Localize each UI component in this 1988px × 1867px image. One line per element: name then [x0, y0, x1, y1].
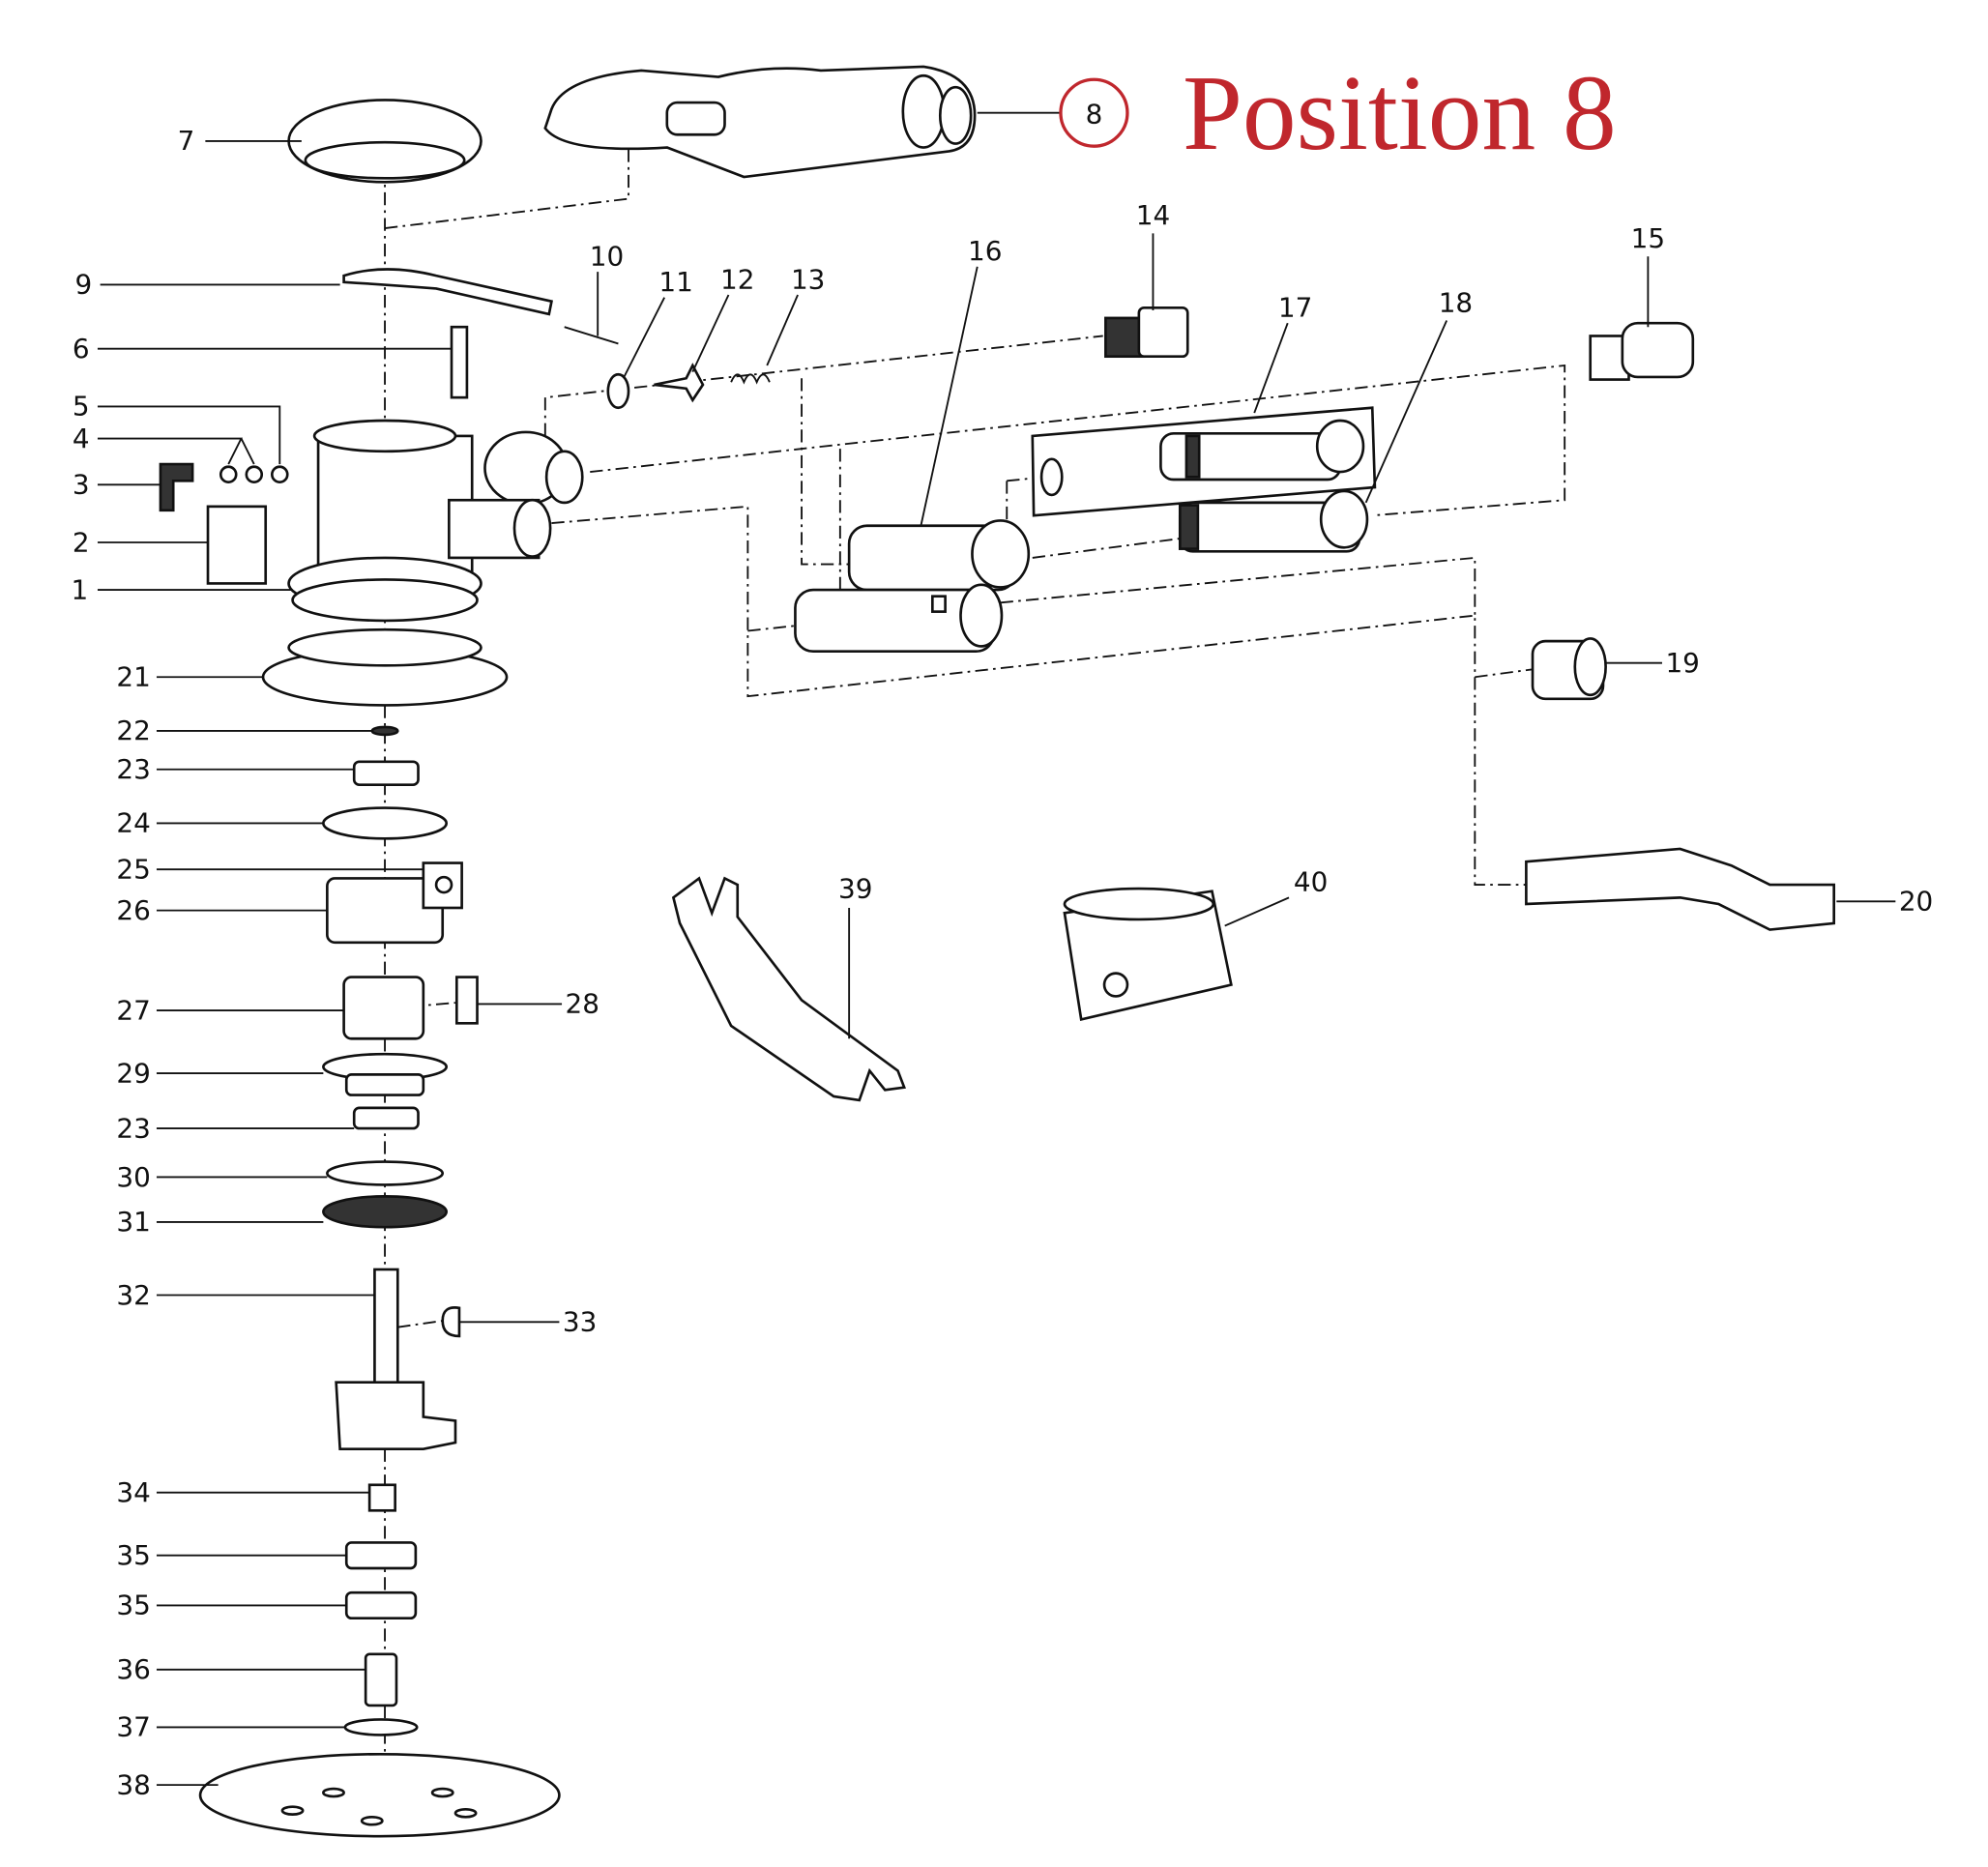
callout-37: 37: [116, 1711, 150, 1743]
callout-5: 5: [73, 391, 90, 423]
callout-3: 3: [73, 469, 90, 501]
callout-7: 7: [178, 125, 195, 157]
guide-line: [801, 378, 854, 566]
part-40-spanner: [1063, 887, 1233, 1021]
part-22: [370, 725, 399, 737]
part-11-oring: [606, 372, 630, 410]
callout-29: 29: [116, 1057, 150, 1089]
part-12-valve: [654, 363, 705, 403]
callout-8-highlight-circle: [1059, 77, 1129, 148]
guide-line: [397, 1320, 443, 1328]
callout-33: 33: [563, 1306, 597, 1338]
callout-8: 8: [1086, 98, 1103, 130]
guide-line: [590, 364, 1566, 517]
callout-23-lower: 23: [116, 1112, 150, 1144]
callout-34: 34: [116, 1476, 150, 1508]
callout-2: 2: [73, 526, 90, 558]
callout-1: 1: [72, 573, 89, 605]
part-18-cylinder: [1178, 489, 1369, 553]
part-23-bearing-lower: [352, 1106, 420, 1130]
part-9-lever: [342, 268, 554, 316]
part-21-skirt: [261, 627, 509, 707]
position-title: Position 8: [1183, 54, 1617, 173]
guide-line: [543, 335, 1103, 436]
callout-labels: 1 2 3 4 5 6 7 8 9 10 11 12 13 14 15 16 1…: [72, 98, 1934, 1800]
callout-10: 10: [590, 241, 624, 273]
callout-18: 18: [1439, 286, 1473, 318]
callout-31: 31: [116, 1206, 150, 1238]
part-17-cylinder-set: [1031, 406, 1377, 517]
callout-21: 21: [116, 661, 150, 693]
part-23-bearing: [352, 760, 420, 786]
part-27-rotor: [342, 976, 425, 1040]
part-3-screw: [159, 462, 194, 512]
part-10-pin: [564, 326, 619, 345]
guide-line: [1475, 668, 1534, 679]
part-33: [441, 1306, 461, 1338]
callout-14: 14: [1136, 199, 1170, 231]
callout-28: 28: [566, 988, 599, 1020]
callout-9: 9: [75, 269, 93, 301]
part-1-housing: [287, 419, 584, 623]
guide-line: [551, 505, 1527, 887]
callout-30: 30: [116, 1161, 150, 1193]
callout-38: 38: [116, 1768, 150, 1800]
callout-15: 15: [1631, 222, 1665, 254]
callout-4: 4: [73, 423, 90, 454]
callout-35-lower: 35: [116, 1590, 150, 1621]
guide-line: [1032, 538, 1181, 559]
callout-16: 16: [968, 235, 1002, 267]
callout-26: 26: [116, 894, 150, 926]
part-38-pad: [198, 1752, 561, 1838]
part-25-26-cylinder: [326, 861, 463, 945]
part-14-fitting: [1104, 306, 1189, 359]
part-36: [364, 1652, 398, 1707]
callout-20: 20: [1899, 886, 1933, 918]
callout-25: 25: [116, 853, 150, 885]
part-35-bearing: [344, 1590, 418, 1620]
callout-11: 11: [658, 266, 692, 298]
callout-19: 19: [1665, 647, 1699, 679]
callout-22: 22: [116, 715, 150, 746]
part-29-plate: [322, 1052, 449, 1096]
part-8-handle: [543, 65, 977, 179]
part-32-shaft: [335, 1268, 457, 1450]
callout-39: 39: [838, 872, 872, 904]
part-15-fitting: [1589, 321, 1695, 381]
callout-32: 32: [116, 1279, 150, 1311]
part-24-plate: [322, 806, 449, 840]
part-2-sleeve: [206, 505, 268, 585]
part-20-exhaust: [1525, 847, 1836, 931]
part-30-ring: [326, 1160, 445, 1186]
callout-13: 13: [791, 263, 825, 295]
callout-12: 12: [720, 263, 754, 295]
part-28-vane: [454, 976, 479, 1025]
part-37-washer: [343, 1718, 419, 1736]
part-13-spring: [730, 373, 771, 385]
callout-36: 36: [116, 1653, 150, 1685]
guide-line: [384, 134, 629, 229]
part-4-5-washers: [219, 465, 289, 483]
callout-40: 40: [1294, 866, 1328, 898]
callout-6: 6: [73, 333, 90, 365]
part-16-cylinder: [794, 519, 1031, 654]
guide-line: [1000, 556, 1476, 616]
part-6-pin: [450, 325, 469, 399]
callout-35: 35: [116, 1539, 150, 1571]
guide-line: [747, 625, 796, 632]
callout-24: 24: [116, 807, 150, 839]
part-19-cap: [1531, 637, 1607, 701]
part-34: [367, 1483, 396, 1512]
part-7-cap: [287, 99, 482, 184]
callout-17: 17: [1278, 292, 1312, 324]
leader-lines: [97, 111, 1896, 1787]
part-39-wrench: [671, 876, 907, 1102]
callout-27: 27: [116, 994, 150, 1026]
part-35-bearing: [344, 1541, 418, 1570]
part-31-ring: [322, 1195, 449, 1229]
callout-23: 23: [116, 753, 150, 785]
